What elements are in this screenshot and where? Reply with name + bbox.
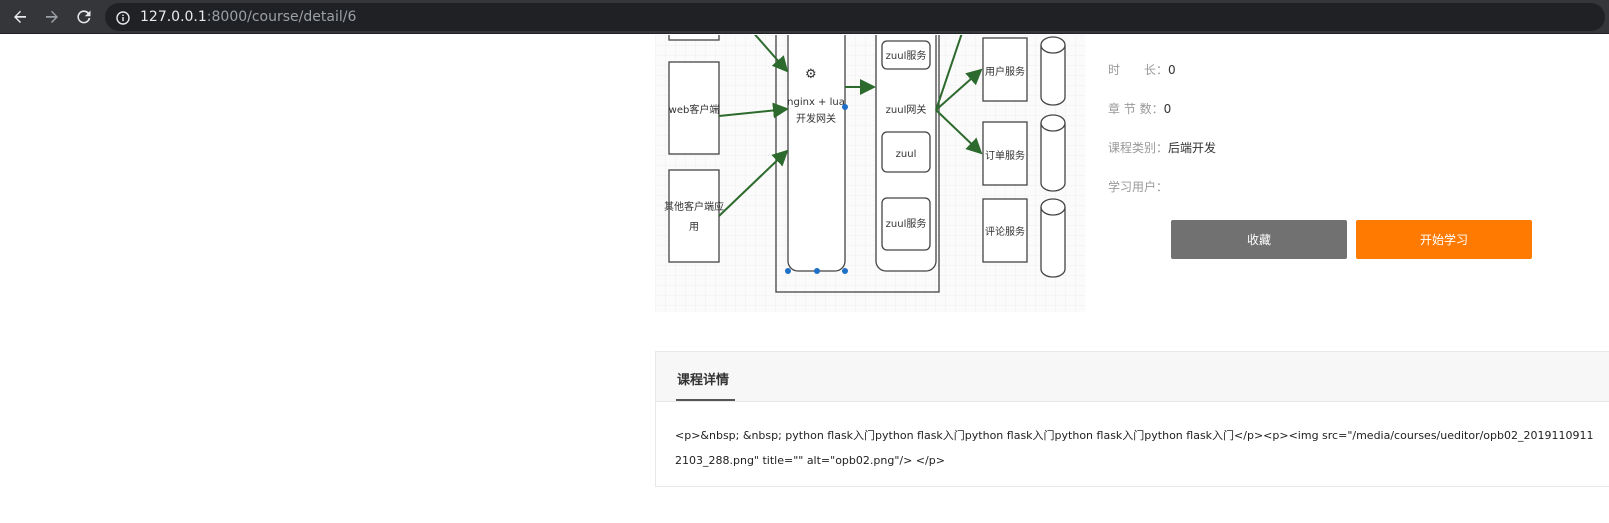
gear-icon: ⚙ <box>805 67 817 82</box>
url-text[interactable]: 127.0.0.1:8000/course/detail/6 <box>140 8 356 26</box>
detail-tab-bar: 课程详情 <box>656 352 1609 402</box>
web-client-label: web客户端 <box>669 103 720 116</box>
tab-course-detail[interactable]: 课程详情 <box>677 373 730 388</box>
gateway-label-1: nginx + lua <box>787 97 845 108</box>
learners-row: 学习用户： <box>1108 179 1168 195</box>
zuul-service-bottom-label: zuul服务 <box>886 217 927 230</box>
other-client-label-2: 用 <box>689 222 699 233</box>
forward-icon[interactable] <box>40 5 64 29</box>
reload-icon[interactable] <box>72 5 96 29</box>
zuul-service-top-label: zuul服务 <box>886 49 927 62</box>
start-learning-button[interactable]: 开始学习 <box>1356 220 1532 259</box>
chapters-label: 章 节 数： <box>1108 102 1164 116</box>
duration-value: 0 <box>1168 63 1176 77</box>
info-icon[interactable] <box>116 10 130 29</box>
back-icon[interactable] <box>8 5 32 29</box>
address-bar[interactable] <box>105 3 1605 31</box>
comment-service-label: 评论服务 <box>985 225 1025 238</box>
course-detail-body: <p>&nbsp; &nbsp; python flask入门python fl… <box>675 429 1594 467</box>
url-host: 127.0.0.1 <box>140 9 207 25</box>
zuul-gateway-label: zuul网关 <box>886 103 927 116</box>
url-path: :8000/course/detail/6 <box>206 9 357 25</box>
chapters-row: 章 节 数：0 <box>1108 101 1171 117</box>
course-detail-section: 课程详情 <p>&nbsp; &nbsp; python flask入门pyth… <box>655 351 1609 487</box>
favorite-button[interactable]: 收藏 <box>1171 220 1347 259</box>
category-value: 后端开发 <box>1168 141 1217 155</box>
active-tab-indicator <box>676 399 735 401</box>
duration-label: 时 长： <box>1108 63 1169 77</box>
user-service-label: 用户服务 <box>985 65 1025 78</box>
chapters-value: 0 <box>1163 102 1172 116</box>
category-row: 课程类别：后端开发 <box>1108 140 1216 156</box>
category-label: 课程类别： <box>1108 141 1169 155</box>
order-service-label: 订单服务 <box>985 149 1025 162</box>
duration-row: 时 长：0 <box>1108 62 1176 78</box>
gateway-label-2: 开发网关 <box>796 112 836 125</box>
other-client-label-1: 其他客户端应 <box>664 200 724 213</box>
browser-toolbar: 127.0.0.1:8000/course/detail/6 <box>0 0 1609 34</box>
course-cover-image: web客户端 其他客户端应 用 ⚙ nginx + lua 开发网关 zuul服… <box>655 35 1085 312</box>
zuul-label: zuul <box>896 149 917 160</box>
learners-label: 学习用户： <box>1108 180 1169 194</box>
